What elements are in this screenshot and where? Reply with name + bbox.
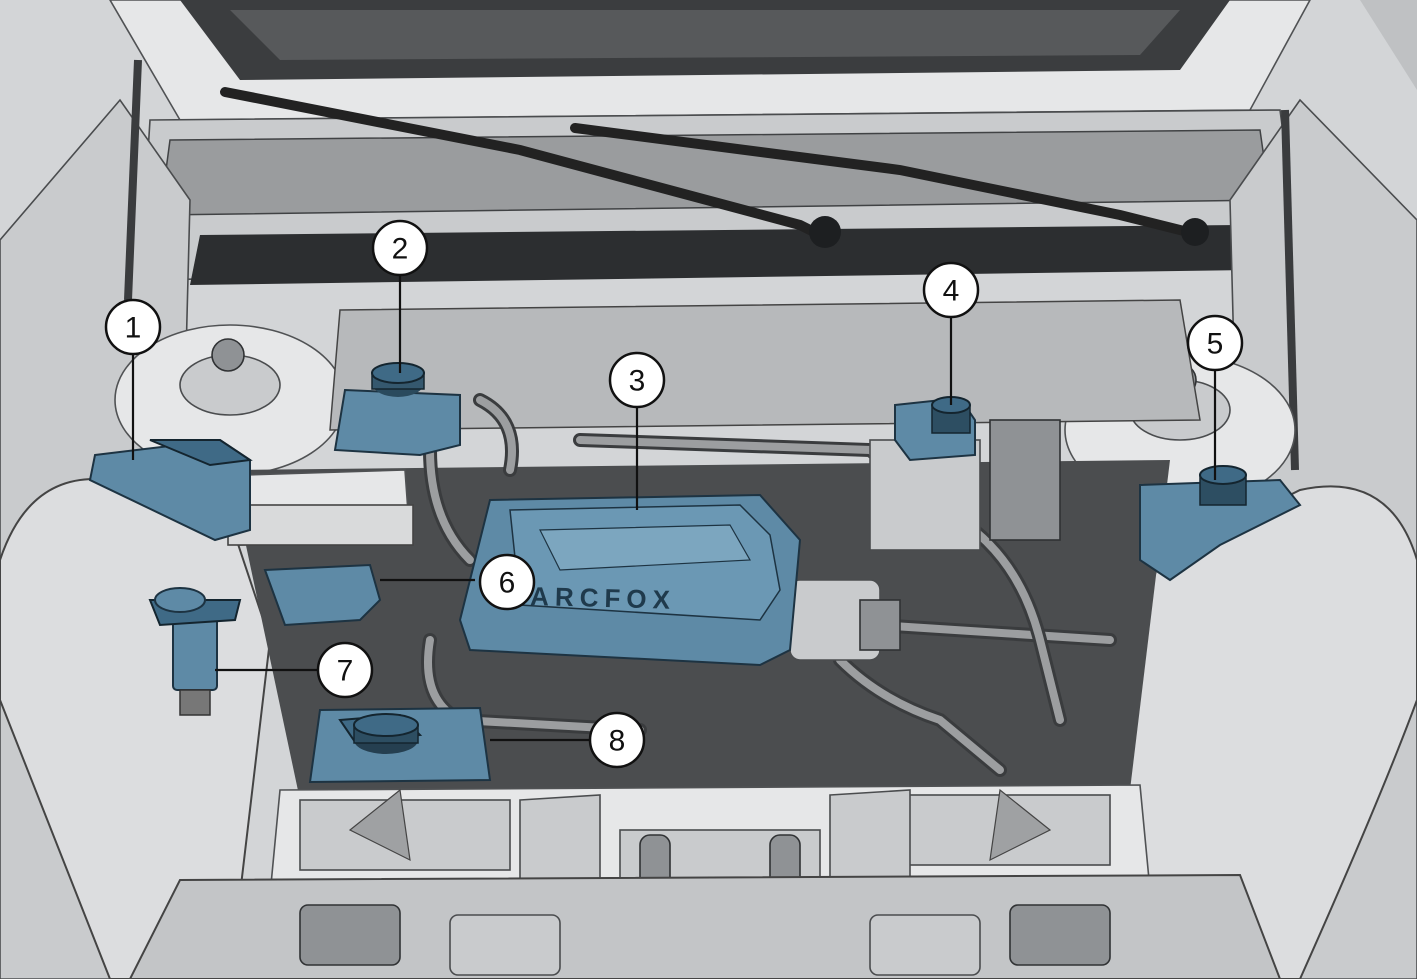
callout-3: 3 bbox=[608, 351, 666, 409]
brand-label: ARCFOX bbox=[530, 581, 677, 615]
brake-unit bbox=[869, 419, 1061, 551]
callout-4-label: 4 bbox=[943, 275, 960, 308]
motor-connector bbox=[789, 579, 901, 661]
right-fender bbox=[1108, 98, 1417, 979]
callout-6: 6 bbox=[478, 553, 536, 611]
callout-7-label: 7 bbox=[337, 655, 354, 688]
callout-1: 1 bbox=[104, 298, 162, 356]
power-electronics-unit: ARCFOX bbox=[458, 493, 802, 667]
washer-fluid-filler bbox=[148, 587, 242, 716]
12v-battery bbox=[227, 469, 414, 546]
callout-6-label: 6 bbox=[499, 567, 516, 600]
leader-lines bbox=[131, 275, 1217, 742]
fuse-box bbox=[88, 438, 253, 542]
callout-7: 7 bbox=[316, 641, 374, 699]
motor-coolant-reservoir bbox=[1139, 465, 1302, 582]
callout-5-label: 5 bbox=[1207, 328, 1224, 361]
hood bbox=[60, 0, 1417, 121]
callout-8: 8 bbox=[588, 711, 646, 769]
callout-4: 4 bbox=[922, 261, 980, 319]
hoses bbox=[421, 393, 1117, 777]
coolant-reservoir bbox=[894, 396, 976, 462]
brake-fluid-reservoir bbox=[333, 362, 461, 457]
bulkhead bbox=[329, 299, 1201, 431]
front-bumper bbox=[128, 873, 1282, 979]
auxiliary-control-box bbox=[263, 563, 382, 627]
cowl-panel bbox=[139, 109, 1301, 285]
callout-2-label: 2 bbox=[392, 233, 409, 266]
callout-5: 5 bbox=[1186, 314, 1244, 372]
front-coolant-reservoir bbox=[308, 706, 492, 784]
callout-3-label: 3 bbox=[629, 365, 646, 398]
callout-2: 2 bbox=[371, 219, 429, 277]
hood-struts bbox=[124, 59, 1299, 471]
callout-8-label: 8 bbox=[609, 725, 626, 758]
wiper-arms bbox=[220, 87, 1209, 248]
callout-1-label: 1 bbox=[125, 312, 142, 345]
